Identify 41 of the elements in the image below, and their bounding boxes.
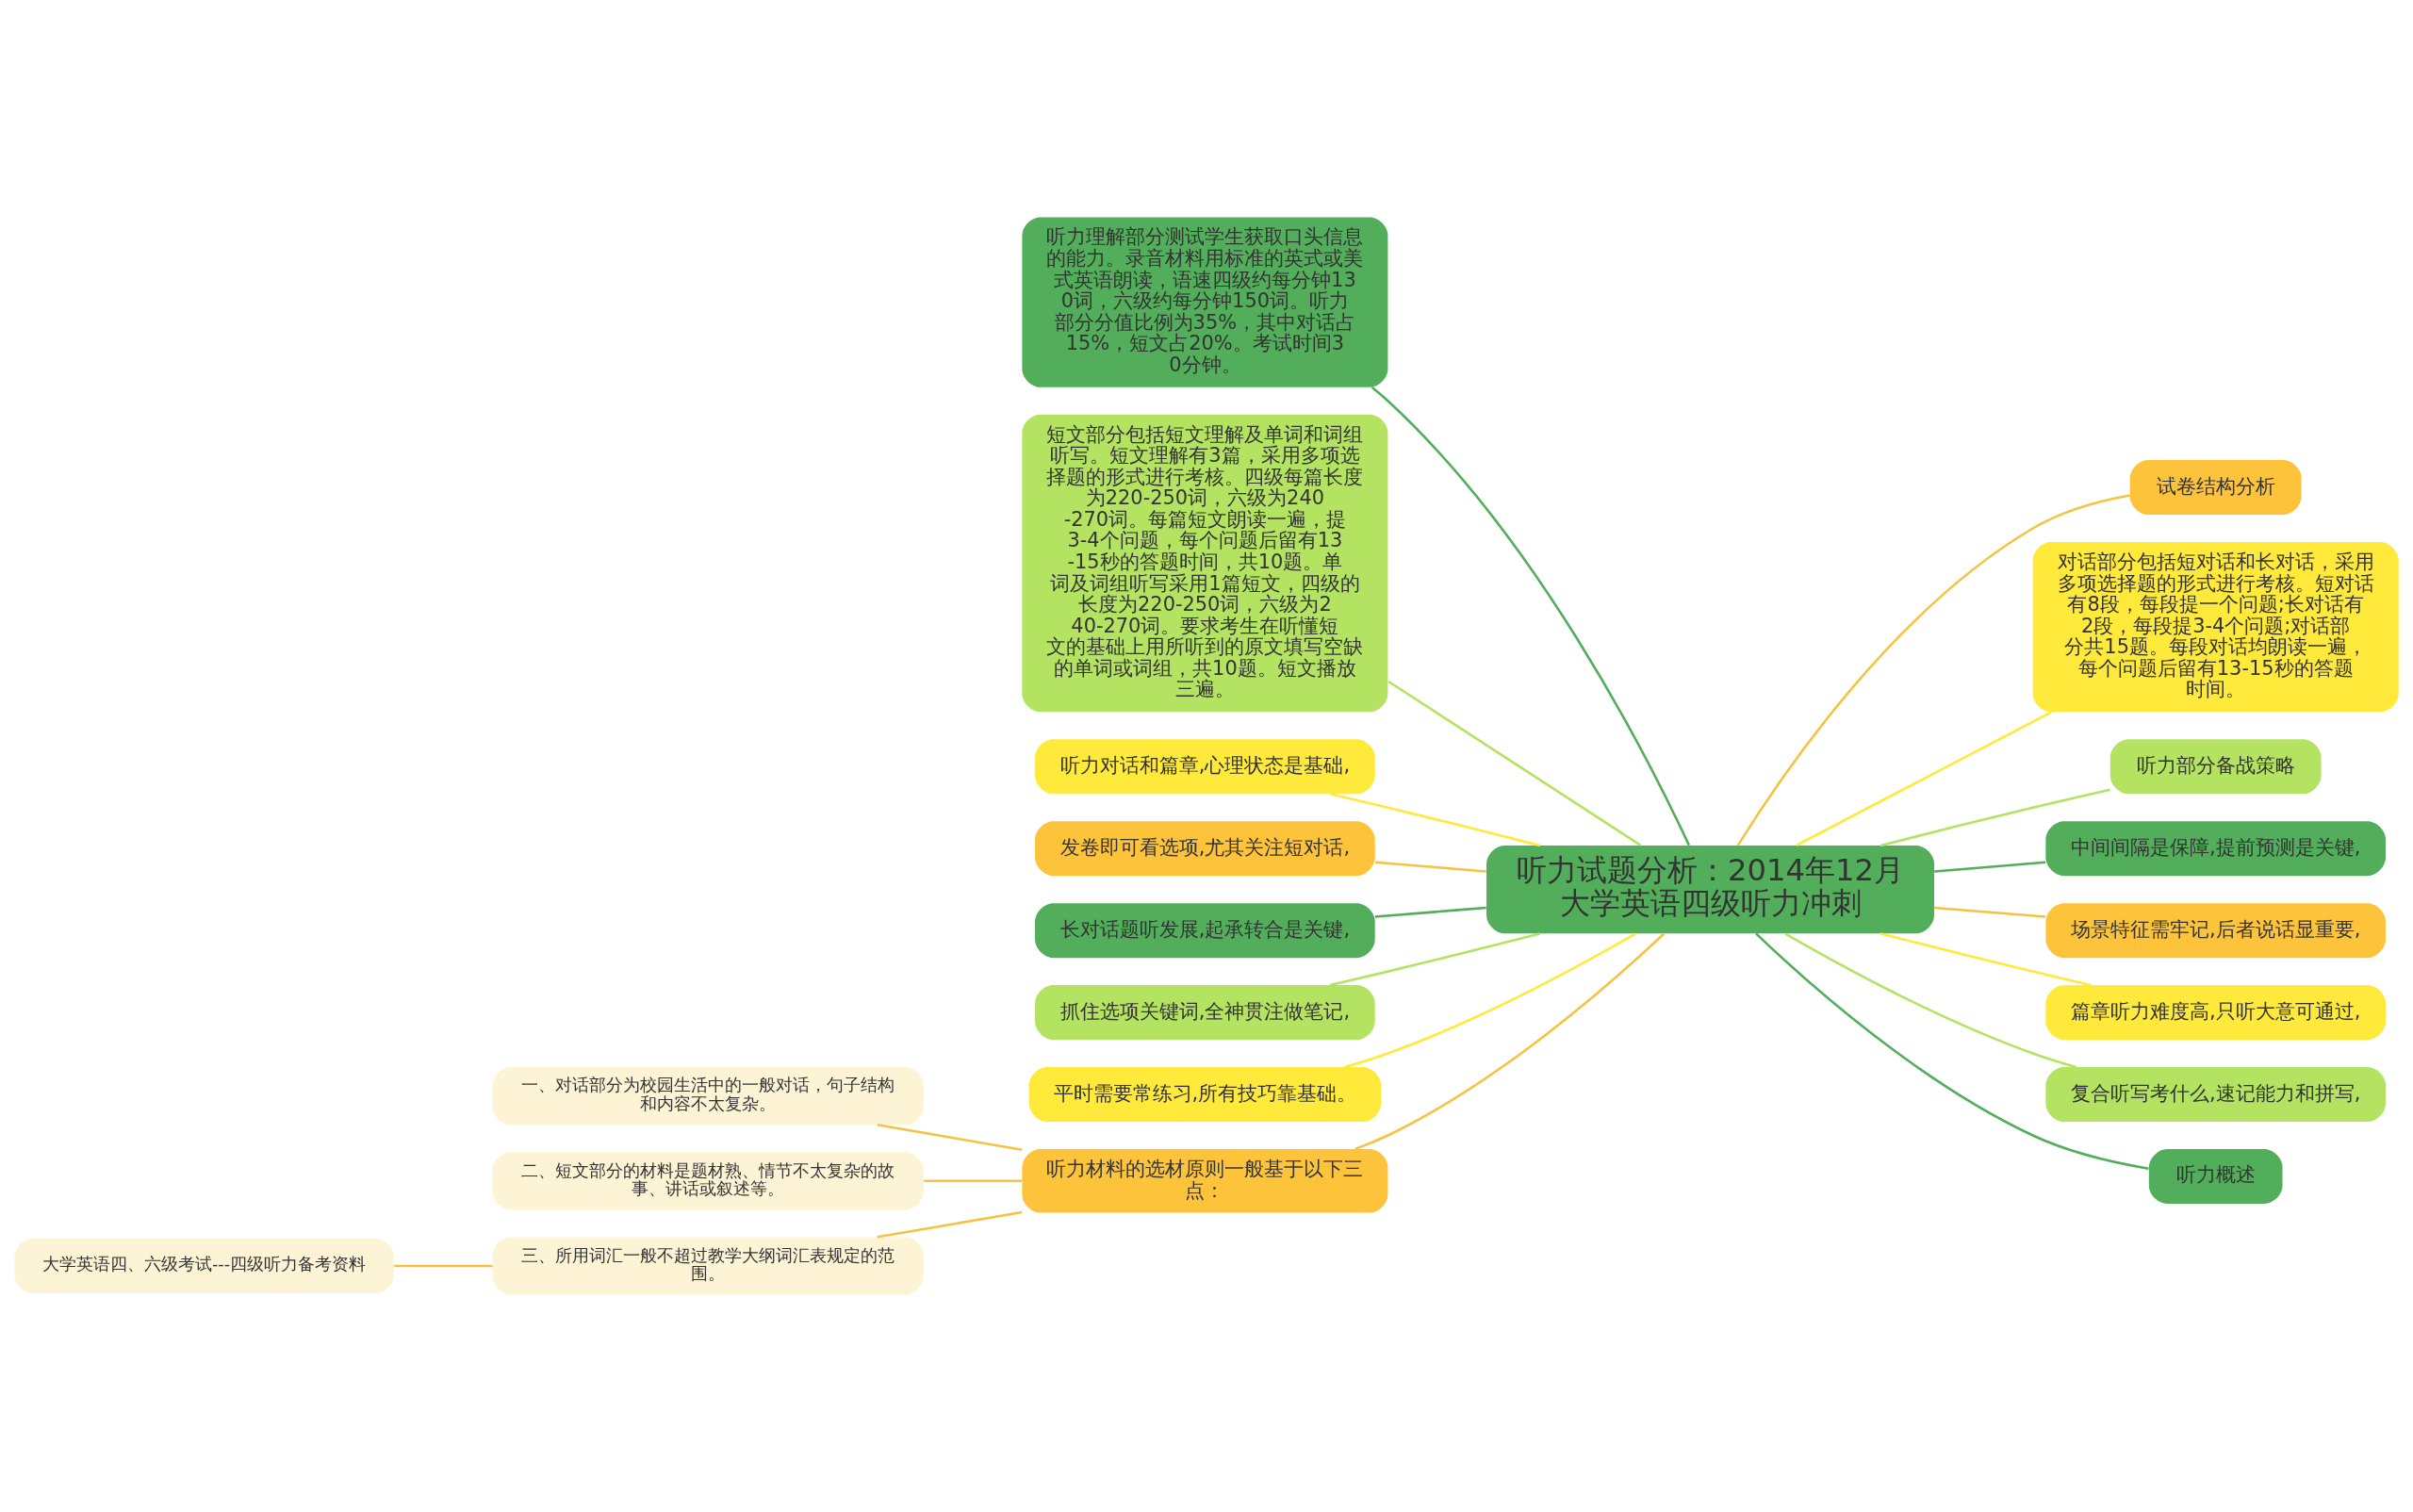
node-box: 听力对话和篇章,心理状态是基础, [1035,739,1375,795]
node-box: 一、对话部分为校园生活中的一般对话，句子结构和内容不太复杂。 [492,1067,924,1126]
node-box: 中间间隔是保障,提前预测是关键, [2045,821,2386,877]
connector [1784,932,2076,1069]
connector [1374,906,1486,918]
node-box: 听力部分备战策略 [2109,739,2322,795]
connector [1934,906,2046,918]
connector [1880,932,2092,987]
connector [1755,932,2149,1170]
connector [924,1179,1023,1183]
node-box: 场景特征需牢记,后者说话显重要, [2045,903,2386,959]
node-box: 听力概述 [2148,1149,2283,1204]
connector [1387,680,1642,846]
connector [877,1210,1023,1239]
connector [1354,932,1666,1151]
connector [1934,861,2046,873]
node-box: 三、所用词汇一般不超过教学大纲词汇表规定的范围。 [492,1237,924,1295]
node-box: 大学英语四、六级考试---四级听力备考资料 [14,1239,394,1293]
connector [394,1264,493,1268]
node-box: 复合听写考什么,速记能力和拼写, [2045,1067,2386,1122]
node-box: 短文部分包括短文理解及单词和词组听写。短文理解有3篇，采用多项选择题的形式进行考核。四级每篇长度为220-250词，六级为240-270词。每篇短文朗读一遍，提3-4个问题，每个问题后留有13-15秒的答题时间，共10题。单词及词组听写采用1篇短文，四级的长度为220-250词，六级为240-270词。要求考生在听懂短文的基础上用所听到的原文填写空缺的单词或词组，共10题。短文播放三遍。 [1022,414,1388,713]
node-box: 对话部分包括短对话和长对话，采用多项选择题的形式进行考核。短对话有8段，每段提一个问题;长对话有2段，每段提3-4个问题;对话部分共15题。每段对话均朗读一遍，每个问题后留有13-15秒的答题时间。 [2032,542,2399,713]
node-box: 发卷即可看选项,尤其关注短对话, [1035,821,1375,877]
connector [1796,711,2052,846]
node-box: 篇章听力难度高,只听大意可通过, [2045,985,2386,1041]
node-box: 长对话题听发展,起承转合是关键, [1035,903,1375,959]
connector [1329,932,1541,987]
node-box: 听力试题分析：2014年12月大学英语四级听力冲刺 [1486,846,1934,934]
node-box: 抓住选项关键词,全神贯注做笔记, [1035,985,1375,1041]
node-box: 听力材料的选材原则一般基于以下三点： [1022,1149,1388,1213]
connector [877,1124,1023,1151]
node-box: 试卷结构分析 [2129,460,2302,515]
node-box: 二、短文部分的材料是题材熟、情节不太复杂的故事、讲话或叙述等。 [492,1152,924,1210]
node-box: 平时需要常练习,所有技巧靠基础。 [1028,1067,1382,1122]
connector [1329,793,1541,847]
connector [1371,386,1691,846]
node-box: 听力理解部分测试学生获取口头信息的能力。录音材料用标准的英式或美式英语朗读，语速四级约每分钟130词，六级约每分钟150词。听力部分分值比例为35%，其中对话占15%，短文占20%。考试时间30分钟。 [1022,217,1388,387]
connector [1344,932,1636,1069]
connector [1880,788,2110,847]
connector [1374,861,1486,873]
connector [1736,494,2130,846]
